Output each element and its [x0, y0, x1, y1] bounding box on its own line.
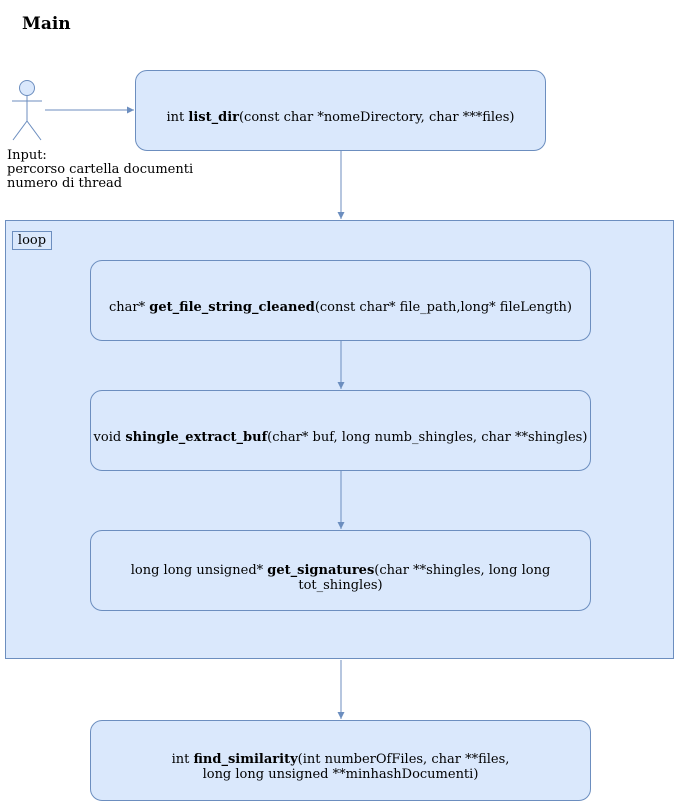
- step-function-name: list_dir: [188, 110, 239, 125]
- actor-input-label: Input: percorso cartella documenti numer…: [7, 149, 193, 191]
- step-params: (char* buf, long numb_shingles, char **s…: [267, 430, 588, 445]
- input-line-1: Input:: [7, 148, 47, 163]
- step-find-similarity: int find_similarity(int numberOfFiles, c…: [90, 720, 591, 801]
- step-function-name: find_similarity: [193, 751, 298, 767]
- step-params-line-2: long long unsigned **minhashDocumenti): [202, 766, 479, 782]
- step-return-type: void: [93, 430, 126, 445]
- diagram-title: Main: [22, 14, 71, 34]
- step-list-dir: int list_dir(const char *nomeDirectory, …: [135, 70, 546, 151]
- step-function-name: shingle_extract_buf: [125, 430, 268, 445]
- step-params: (char **shingles, long long tot_shingles…: [298, 562, 551, 593]
- step-get-file-string-cleaned: char* get_file_string_cleaned(const char…: [90, 260, 591, 341]
- step-return-type: char*: [109, 300, 150, 315]
- step-params: (int numberOfFiles, char **files,: [297, 751, 510, 767]
- step-return-type: long long unsigned*: [130, 562, 268, 578]
- step-params: (const char* file_path,long* fileLength): [314, 300, 572, 315]
- step-get-signatures: long long unsigned* get_signatures(char …: [90, 530, 591, 611]
- step-return-type: int: [166, 110, 189, 125]
- step-return-type: int: [171, 751, 194, 767]
- actor-icon: [12, 80, 42, 141]
- step-function-name: get_file_string_cleaned: [149, 300, 315, 315]
- step-function-name: get_signatures: [267, 562, 375, 578]
- step-params: (const char *nomeDirectory, char ***file…: [238, 110, 515, 125]
- input-line-2: percorso cartella documenti: [7, 162, 194, 177]
- input-line-3: numero di thread: [7, 176, 123, 191]
- step-shingle-extract-buf: void shingle_extract_buf(char* buf, long…: [90, 390, 591, 471]
- loop-label: loop: [12, 231, 52, 250]
